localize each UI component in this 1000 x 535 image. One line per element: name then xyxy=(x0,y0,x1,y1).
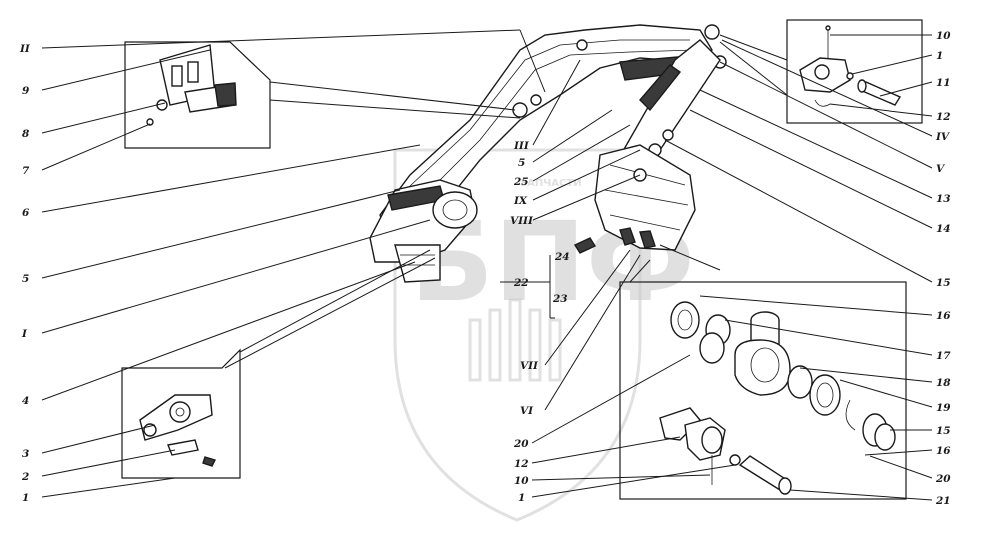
callout-1: 1 xyxy=(936,50,943,62)
callout-2: 2 xyxy=(21,471,29,483)
stick xyxy=(613,39,721,176)
callout-7: 7 xyxy=(22,165,30,177)
callouts-right: 10 1 11 12 IV V 13 14 15 16 17 18 19 15 … xyxy=(935,30,951,507)
callout-23: 23 xyxy=(552,293,568,305)
callout-20: 20 xyxy=(513,438,529,450)
callout-10: 10 xyxy=(514,475,529,487)
callout-VII: VII xyxy=(520,360,539,372)
callout-9: 9 xyxy=(22,85,30,97)
callout-15b: 15 xyxy=(936,425,951,437)
callout-14: 14 xyxy=(936,223,951,235)
callout-IV: IV xyxy=(935,131,951,143)
callout-12: 12 xyxy=(514,458,529,470)
callouts-center: III 5 25 IX VIII 24 22 23 VII VI 20 12 1… xyxy=(510,140,570,504)
callout-18: 18 xyxy=(936,377,951,389)
inset-top-right xyxy=(719,19,923,124)
callout-15: 15 xyxy=(936,277,951,289)
callout-VI: VI xyxy=(520,405,534,417)
inset-bottom-right xyxy=(619,244,907,500)
callout-5: 5 xyxy=(518,157,525,169)
callout-24: 24 xyxy=(554,251,570,263)
callout-V: V xyxy=(936,163,946,175)
watermark-caption: ЗАПЧАСТИ xyxy=(520,178,582,189)
callout-25: 25 xyxy=(513,176,529,188)
callout-1: 1 xyxy=(22,492,29,504)
callouts-left: II 9 8 7 6 5 I 4 3 2 1 xyxy=(19,43,31,504)
callout-16: 16 xyxy=(936,310,951,322)
callout-III: III xyxy=(513,140,530,152)
callout-VIII: VIII xyxy=(510,215,534,227)
callout-4: 4 xyxy=(22,395,29,407)
callout-I: I xyxy=(21,328,28,340)
callout-1: 1 xyxy=(518,492,525,504)
callout-10: 10 xyxy=(936,30,951,42)
callout-12: 12 xyxy=(936,111,951,123)
boom-base xyxy=(369,179,478,283)
callout-21: 21 xyxy=(935,495,951,507)
callout-13: 13 xyxy=(936,193,951,205)
inset-top-left xyxy=(124,41,521,149)
callout-8: 8 xyxy=(22,128,30,140)
callout-16b: 16 xyxy=(936,445,951,457)
leaders-left xyxy=(41,29,546,498)
callout-19: 19 xyxy=(936,402,951,414)
inset-bottom-left xyxy=(121,249,436,479)
callout-20: 20 xyxy=(935,473,951,485)
callout-6: 6 xyxy=(22,207,30,219)
callout-17: 17 xyxy=(936,350,951,362)
callout-22: 22 xyxy=(513,277,529,289)
callout-II: II xyxy=(19,43,31,55)
callout-11: 11 xyxy=(936,77,951,89)
leaders-right xyxy=(500,34,933,501)
callout-IX: IX xyxy=(513,195,528,207)
callout-5: 5 xyxy=(22,273,29,285)
callout-3: 3 xyxy=(22,448,29,460)
